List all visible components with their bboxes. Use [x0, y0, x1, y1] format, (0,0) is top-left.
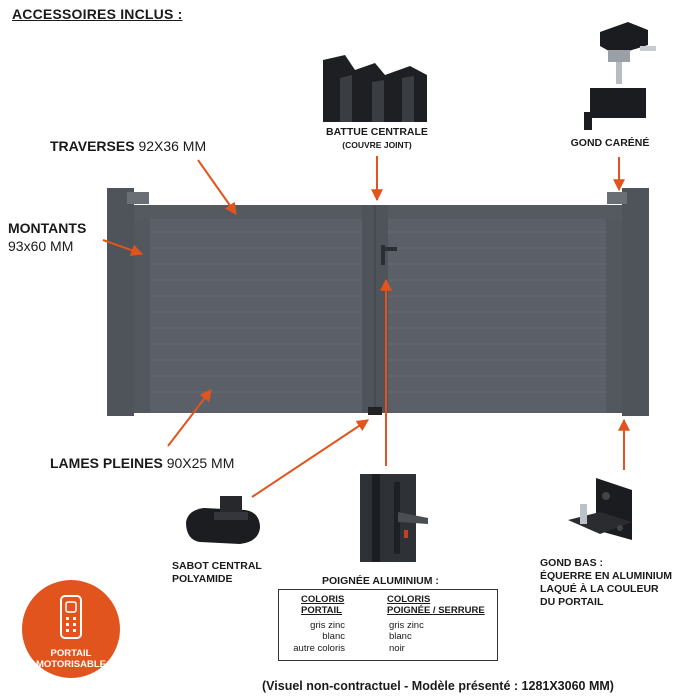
gond-bas-line2: ÉQUERRE EN ALUMINIUM [540, 570, 673, 582]
table-row-2-poignee: blanc [389, 631, 412, 642]
table-row-3-poignee: noir [389, 643, 405, 654]
gond-bas-line1: GOND BAS : [540, 557, 603, 569]
callout-arrows [102, 156, 630, 498]
battue-title: BATTUE CENTRALE [326, 126, 428, 138]
traverses-label: TRAVERSES 92X36 MM [50, 138, 206, 154]
handle [381, 245, 385, 265]
remote-control-icon [60, 595, 82, 639]
gate [107, 188, 649, 416]
sabot-image [186, 496, 260, 544]
gond-carene-image [584, 22, 656, 130]
table-row-2-portail: blanc [322, 631, 345, 642]
traverses-dim: 92X36 MM [138, 138, 207, 154]
arrow-traverses [197, 159, 237, 215]
table-row-1-portail: gris zinc [310, 620, 345, 631]
right-leaf [388, 205, 622, 413]
footer-note: (Visuel non-contractuel - Modèle présent… [262, 679, 614, 693]
table-right-header-1: COLORIS [387, 594, 431, 605]
poignee-title: POIGNÉE ALUMINIUM : [322, 575, 439, 587]
badge-text: PORTAIL MOTORISABLE [22, 648, 120, 670]
page-title: ACCESSOIRES INCLUS : [12, 6, 183, 22]
gond-bas-line4: DU PORTAIL [540, 596, 604, 608]
table-right-header-2: POIGNÉE / SERRURE [387, 605, 485, 616]
right-post [622, 188, 649, 416]
gond-carene-label: GOND CARÉNÉ [570, 137, 650, 149]
lames-label: LAMES PLEINES 90X25 MM [50, 455, 234, 471]
arrow-montants [102, 239, 144, 256]
montants-dim: 93x60 MM [8, 238, 74, 254]
table-row-3-portail: autre coloris [293, 643, 345, 654]
poignee-image [360, 474, 428, 562]
table-left-header-2: PORTAIL [301, 605, 342, 616]
badge-line1: PORTAIL [50, 648, 92, 659]
badge-line2: MOTORISABLE [35, 659, 107, 670]
montants-name: MONTANTS [8, 220, 87, 236]
lames-name: LAMES PLEINES [50, 455, 163, 471]
gond-bas-image [568, 478, 632, 540]
traverses-name: TRAVERSES [50, 138, 135, 154]
sabot-line1: SABOT CENTRAL [172, 560, 262, 572]
color-table: COLORIS PORTAIL COLORIS POIGNÉE / SERRUR… [278, 589, 498, 661]
sabot-line2: POLYAMIDE [172, 573, 233, 585]
gond-bas-line3: LAQUÉ À LA COULEUR [540, 583, 659, 595]
lames-dim: 90X25 MM [166, 455, 235, 471]
table-row-1-poignee: gris zinc [389, 620, 424, 631]
left-leaf [134, 205, 362, 413]
battue-centrale-image [323, 55, 427, 122]
arrow-sabot [251, 419, 369, 498]
left-post [107, 188, 134, 416]
table-left-header-1: COLORIS [301, 594, 345, 605]
arrow-lames [167, 389, 212, 447]
battue-subtitle: (COUVRE JOINT) [342, 140, 412, 150]
